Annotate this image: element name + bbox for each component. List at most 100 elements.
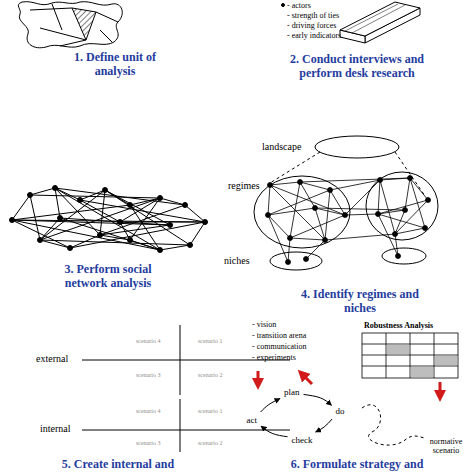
scenario-cross bbox=[82, 430, 290, 431]
unit-map bbox=[18, 2, 122, 48]
annotation-label: - communication bbox=[252, 342, 306, 351]
social-network bbox=[185, 205, 205, 222]
social-network bbox=[10, 218, 15, 223]
regime-network bbox=[328, 188, 333, 193]
landscape-ellipse bbox=[254, 176, 350, 248]
regime-network bbox=[376, 212, 381, 217]
regime-network bbox=[300, 182, 315, 208]
annotation-label: scenario 3 bbox=[136, 372, 161, 379]
social-network bbox=[100, 235, 130, 240]
social-network bbox=[158, 248, 163, 253]
regime-network bbox=[323, 238, 328, 243]
landscape-ellipse bbox=[254, 136, 438, 270]
social-network bbox=[188, 243, 193, 248]
regime-network bbox=[300, 178, 410, 182]
social-network bbox=[168, 223, 173, 228]
red-arrow bbox=[439, 382, 442, 396]
regime-network bbox=[313, 206, 318, 211]
social-network bbox=[55, 188, 60, 218]
social-network bbox=[70, 222, 205, 248]
regime-network bbox=[393, 232, 398, 237]
scenario-path bbox=[362, 405, 424, 445]
regime-network bbox=[395, 228, 425, 234]
regime-network bbox=[268, 185, 270, 215]
regime-network bbox=[306, 240, 325, 259]
social-network bbox=[80, 200, 205, 222]
regime-network bbox=[266, 213, 271, 218]
red-arrow bbox=[257, 371, 260, 384]
social-network bbox=[55, 188, 185, 205]
regime-network bbox=[403, 208, 408, 213]
social-network bbox=[58, 216, 63, 221]
social-network bbox=[128, 238, 133, 243]
regime-network bbox=[268, 215, 290, 238]
step-caption: 6. Formulate strategy and bbox=[257, 457, 457, 471]
book-icon bbox=[340, 2, 420, 36]
annotation-label: internal bbox=[40, 423, 71, 435]
social-network bbox=[160, 245, 190, 250]
annotation-label: landscape bbox=[262, 141, 301, 153]
social-network bbox=[100, 225, 170, 235]
step-caption: 1. Define unit of analysis bbox=[70, 50, 160, 78]
social-network bbox=[105, 190, 170, 225]
social-network bbox=[80, 190, 105, 200]
cycle-step: act bbox=[245, 414, 260, 426]
regime-network bbox=[325, 190, 330, 240]
social-network bbox=[78, 198, 83, 203]
social-network bbox=[30, 188, 55, 195]
robustness-table bbox=[387, 345, 409, 354]
annotation-label: - early indicators bbox=[287, 31, 341, 40]
social-network bbox=[98, 233, 103, 238]
regime-network bbox=[395, 210, 405, 234]
regime-network bbox=[266, 176, 431, 265]
step-label: do bbox=[336, 406, 345, 416]
robustness-table bbox=[362, 333, 458, 378]
landscape-ellipse bbox=[270, 152, 425, 196]
social-network bbox=[80, 200, 120, 222]
cycle-arrow bbox=[316, 419, 333, 432]
regime-network bbox=[286, 260, 291, 265]
robustness-table bbox=[411, 367, 433, 377]
social-network bbox=[12, 220, 160, 250]
social-network bbox=[70, 235, 100, 248]
step-label: act bbox=[247, 415, 258, 425]
red-arrow bbox=[258, 371, 440, 396]
regime-network bbox=[378, 178, 383, 183]
social-network bbox=[118, 220, 123, 225]
regime-network bbox=[268, 183, 273, 188]
regime-network bbox=[378, 214, 425, 228]
landscape-ellipse bbox=[366, 172, 438, 240]
annotation-label: - driving forces bbox=[287, 21, 336, 30]
annotation-label: scenario 1 bbox=[198, 408, 223, 415]
regime-network bbox=[345, 214, 378, 215]
regime-network bbox=[304, 257, 309, 262]
social-network bbox=[12, 195, 30, 220]
step-caption: 3. Perform social network analysis bbox=[46, 262, 171, 290]
regime-network bbox=[378, 180, 380, 214]
step-label: check bbox=[292, 435, 313, 445]
social-network bbox=[158, 196, 163, 201]
regime-network bbox=[330, 190, 345, 215]
social-network bbox=[38, 238, 43, 243]
regime-network bbox=[268, 208, 315, 215]
unit-map bbox=[30, 4, 118, 46]
step-label: plan bbox=[284, 387, 300, 397]
social-network bbox=[68, 246, 73, 251]
annotation-label: - transition arena bbox=[252, 331, 306, 340]
social-network bbox=[28, 193, 33, 198]
regime-network bbox=[315, 208, 405, 210]
cycle-step: check bbox=[290, 434, 315, 446]
step-caption: 2. Conduct interviews and perform desk r… bbox=[272, 52, 442, 80]
red-arrow bbox=[302, 374, 312, 384]
book-icon bbox=[282, 4, 285, 7]
annotation-label: scenario 4 bbox=[136, 408, 161, 415]
social-network bbox=[40, 190, 105, 240]
regime-network bbox=[396, 254, 401, 259]
cycle-arrow bbox=[304, 394, 332, 405]
social-network bbox=[100, 205, 185, 235]
cycle-step: do bbox=[334, 405, 347, 417]
annotation-label: scenario 2 bbox=[198, 372, 223, 379]
social-network bbox=[160, 198, 185, 205]
annotation-label: normative scenario bbox=[424, 437, 468, 455]
